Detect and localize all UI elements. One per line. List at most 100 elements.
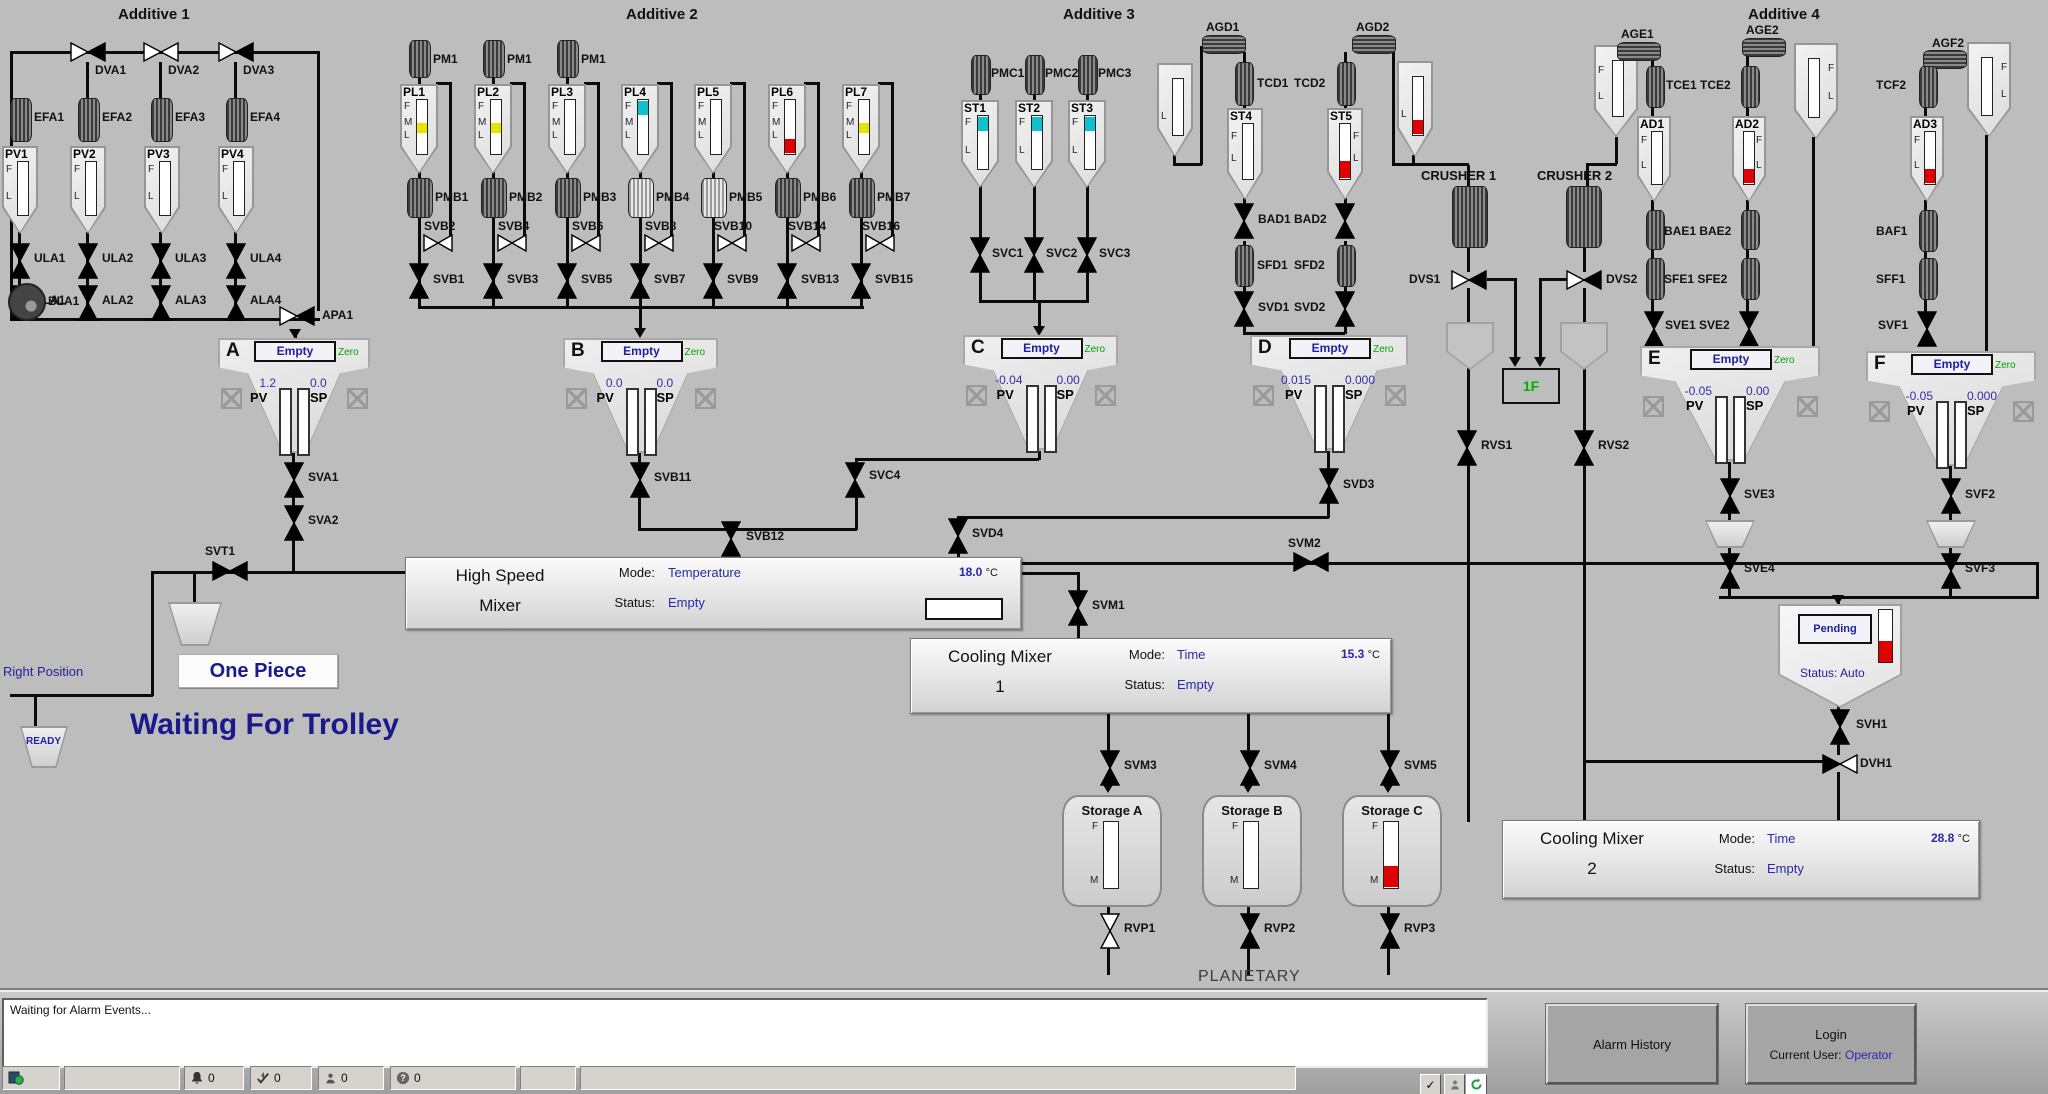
motor-PMB7[interactable]	[849, 178, 875, 218]
valve-SVB13[interactable]	[776, 263, 798, 304]
motor-PMB2[interactable]	[481, 178, 507, 218]
motor-PMB6[interactable]	[775, 178, 801, 218]
motor-PMC1[interactable]	[971, 55, 991, 95]
valve-DVH1[interactable]	[1822, 753, 1858, 779]
valve-SVB4[interactable]	[497, 233, 527, 257]
high-speed-mixer-status-value[interactable]: Empty	[668, 595, 705, 610]
motor-SFF1[interactable]	[1919, 258, 1938, 300]
weigh-hopper-status[interactable]: Empty	[600, 341, 683, 362]
valve-SVB7[interactable]	[629, 263, 651, 304]
motor-TCD2[interactable]	[1337, 62, 1356, 106]
motor-PMC2[interactable]	[1025, 55, 1045, 95]
valve-ALA2[interactable]	[77, 285, 99, 326]
valve-SVC1[interactable]	[969, 237, 991, 278]
motor-AGD2[interactable]	[1352, 35, 1396, 54]
motor-PMB1[interactable]	[407, 178, 433, 218]
cooling-mixer-2-mode-value[interactable]: Time	[1767, 831, 1796, 846]
valve-ALA3[interactable]	[150, 285, 172, 326]
valve-SVC3[interactable]	[1076, 237, 1098, 278]
valve-SVE3[interactable]	[1719, 478, 1741, 519]
valve-SVB1[interactable]	[408, 263, 430, 304]
motor-SFD1[interactable]	[1235, 245, 1254, 287]
valve-SVE4[interactable]	[1719, 553, 1741, 594]
cooling-mixer-1-mode-value[interactable]: Time	[1177, 647, 1206, 662]
valve-RVP3[interactable]	[1379, 913, 1401, 954]
motor-AGF2[interactable]	[1923, 50, 1967, 69]
valve-DVS1[interactable]	[1451, 269, 1487, 295]
valve-SVD1[interactable]	[1233, 291, 1255, 332]
login-button[interactable]: Login Current User: Operator	[1745, 1003, 1917, 1085]
weigh-hopper-status[interactable]: Empty	[1000, 338, 1083, 359]
motor-PMC3[interactable]	[1078, 55, 1098, 95]
motor-PM1[interactable]	[557, 40, 579, 78]
pending-status[interactable]: Pending	[1798, 614, 1872, 644]
blower-BLA1[interactable]	[8, 283, 46, 321]
high-speed-mixer-mode-value[interactable]: Temperature	[668, 565, 741, 580]
valve-SVB11[interactable]	[629, 462, 651, 503]
valve-SVB8[interactable]	[644, 233, 674, 257]
valve-SVB3[interactable]	[482, 263, 504, 304]
cooling-mixer-2-status-value[interactable]: Empty	[1767, 861, 1804, 876]
valve-SVM3[interactable]	[1099, 750, 1121, 791]
motor-PM1[interactable]	[409, 40, 431, 78]
motor-EFA3[interactable]	[151, 98, 173, 142]
motor-TCE2[interactable]	[1741, 66, 1760, 108]
valve-DVA2[interactable]	[143, 41, 179, 67]
valve-SVE1[interactable]	[1643, 311, 1665, 352]
weigh-hopper-status[interactable]: Empty	[1911, 354, 1993, 375]
valve-SVD3[interactable]	[1318, 468, 1340, 509]
valve-RVP2[interactable]	[1239, 913, 1261, 954]
motor-SFD2[interactable]	[1337, 245, 1356, 287]
valve-RVS1[interactable]	[1456, 430, 1478, 471]
valve-BAD2[interactable]	[1334, 203, 1356, 244]
valve-SVD2[interactable]	[1334, 291, 1356, 332]
valve-SVF2[interactable]	[1940, 478, 1962, 519]
valve-SVC2[interactable]	[1023, 237, 1045, 278]
valve-SVH1[interactable]	[1829, 709, 1851, 750]
valve-ULA1[interactable]	[9, 243, 31, 284]
motor-SFE1[interactable]	[1646, 258, 1665, 300]
valve-SVM5[interactable]	[1379, 750, 1401, 791]
cooling-mixer-2-panel[interactable]	[1502, 820, 1980, 899]
valve-SVM4[interactable]	[1239, 750, 1261, 791]
valve-SVB16[interactable]	[865, 233, 895, 257]
refresh-button[interactable]	[1466, 1074, 1487, 1094]
high-speed-mixer-panel[interactable]	[405, 557, 1022, 630]
valve-SVM1[interactable]	[1067, 590, 1089, 631]
valve-SVM2[interactable]	[1293, 551, 1329, 577]
valve-SVF1[interactable]	[1916, 311, 1938, 352]
valve-SVB15[interactable]	[850, 263, 872, 304]
motor-EFA2[interactable]	[78, 98, 100, 142]
valve-RVP1[interactable]	[1099, 913, 1121, 954]
weigh-hopper-status[interactable]: Empty	[1690, 349, 1772, 370]
motor-PM1[interactable]	[483, 40, 505, 78]
valve-SVB5[interactable]	[556, 263, 578, 304]
valve-ULA2[interactable]	[77, 243, 99, 284]
motor-EFA4[interactable]	[226, 98, 248, 142]
valve-SVB2[interactable]	[423, 233, 453, 257]
motor-TCE1[interactable]	[1646, 66, 1665, 108]
valve-SVB12[interactable]	[720, 521, 742, 562]
valve-SVA2[interactable]	[283, 505, 305, 546]
valve-SVB14[interactable]	[791, 233, 821, 257]
weigh-hopper-status[interactable]: Empty	[254, 341, 336, 362]
ack-button[interactable]: ✓	[1420, 1074, 1441, 1094]
valve-SVC4[interactable]	[844, 462, 866, 503]
valve-ALA4[interactable]	[225, 285, 247, 326]
motor-PMB3[interactable]	[555, 178, 581, 218]
motor-BAE1[interactable]	[1646, 210, 1665, 250]
motor-TCD1[interactable]	[1235, 62, 1254, 106]
motor-AGD1[interactable]	[1202, 35, 1246, 54]
motor-TCF2[interactable]	[1919, 66, 1938, 108]
motor-SFE2[interactable]	[1741, 258, 1760, 300]
valve-SVD4[interactable]	[947, 518, 969, 559]
valve-ULA4[interactable]	[225, 243, 247, 284]
valve-BAD1[interactable]	[1233, 203, 1255, 244]
valve-SVF3[interactable]	[1940, 553, 1962, 594]
motor-EFA1[interactable]	[10, 98, 32, 142]
valve-DVS2[interactable]	[1566, 269, 1602, 295]
motor-CRUSHER1-MOTOR[interactable]	[1452, 186, 1488, 248]
valve-SVT1[interactable]	[212, 560, 248, 586]
motor-PMB5[interactable]	[701, 178, 727, 218]
valve-SVB10[interactable]	[717, 233, 747, 257]
